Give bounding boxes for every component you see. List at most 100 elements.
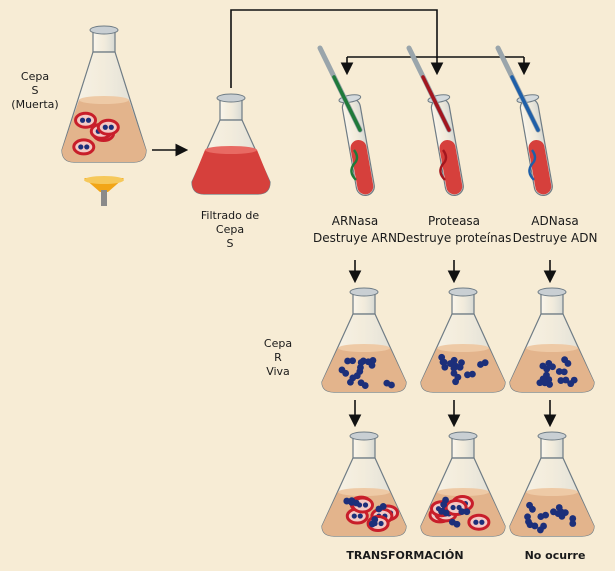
r-cell [564,360,572,367]
r-cell [541,379,549,387]
s-cell-core [85,117,92,123]
result-no-transformation: No ocurre [524,549,586,562]
r-cell [450,369,458,377]
r-cell [456,363,464,371]
tube-proteasa [406,45,464,196]
label-filtrate: Filtrado de Cepa S [188,209,272,251]
s-cell [74,111,98,129]
enzyme-fluid [332,75,362,132]
s-cell-core [102,124,108,130]
label-live-r-strain: Cepa R Viva [254,337,302,379]
r-cell [452,378,459,386]
r-cell [342,369,350,377]
r-cell [458,508,466,516]
r-cell [450,364,458,372]
r-strain-flasks [321,287,595,393]
s-cell-core [79,117,86,123]
r-cell [353,372,361,380]
s-cell-core [479,519,485,525]
flow-arrows [152,9,557,428]
r-cell [567,380,575,388]
enzyme-name: ADNasa [531,214,579,228]
r-cell [364,358,372,366]
flask-r-strain-3 [509,287,595,393]
r-cell [347,378,354,386]
r-cell [569,520,577,527]
enzyme-name: Proteasa [427,214,481,228]
label-line: Cepa [215,223,245,236]
label-dead-s-strain: Cepa S (Muerta) [6,70,64,112]
bunsen-burner [84,176,124,206]
label-line: Cepa [20,70,50,83]
s-cell-core [362,502,369,508]
s-cell-core [351,513,357,519]
s-cell-core [357,513,363,519]
r-cell [453,520,461,528]
r-cell [537,526,544,534]
tube-arnasa [317,45,375,196]
r-cell [463,508,471,516]
r-cell [388,381,395,389]
r-cell [348,498,356,506]
r-cell [555,368,563,375]
flask-r-strain-2 [420,287,506,393]
enzyme-fluid [510,75,540,132]
enzyme-trace [528,149,537,181]
s-cell-core [473,519,479,525]
r-cell [442,509,450,517]
r-cell [562,376,570,384]
result-transformation: TRANSFORMACIÓN [346,549,464,562]
flask-result-2 [420,431,506,537]
r-cell [560,368,568,376]
label-line: (Muerta) [11,98,59,111]
enzyme-trace [350,149,359,181]
s-cell [96,118,120,136]
enzyme-effect: Destruye ADN [512,231,598,245]
r-cell [361,382,369,389]
s-cell-core [84,144,90,150]
filtrate-to-tubes-line [230,9,438,88]
label-line: Viva [266,365,290,378]
r-cell [439,358,447,366]
tube-adnasa [495,45,553,196]
r-cell [569,515,577,522]
flask-result-1 [321,431,407,537]
s-cell [72,138,96,156]
r-cell [344,357,352,365]
result-flasks [321,431,595,537]
r-cell [554,510,562,518]
s-cell [467,513,491,531]
flask-dead-s-strain [61,25,147,163]
r-cell [557,377,565,384]
treatment-caption-dnase: ADNasa Destruye ADN [500,213,610,247]
flask-filtrate [191,93,271,195]
enzyme-name: ARNasa [331,214,379,228]
flask-r-strain-1 [321,287,407,393]
treatment-caption-rnase: ARNasa Destruye ARN [300,213,410,247]
s-cell-core [78,144,84,150]
r-cell [525,518,532,526]
r-cell [549,363,556,371]
r-cell [357,364,364,371]
treatment-caption-protease: Proteasa Destruye proteínas [394,213,514,247]
r-cell [531,522,539,530]
r-cell [349,357,357,365]
enzyme-fluid [421,75,451,132]
s-cell-core [378,520,384,527]
r-cell [477,361,484,368]
r-cell [464,371,471,379]
enzyme-trace [439,149,448,181]
s-cell-core [108,124,114,130]
s-cell-core [450,504,456,511]
label-line: S [226,237,234,250]
r-cell [543,365,551,373]
label-line: S [31,84,39,97]
enzyme-effect: Destruye ARN [313,231,397,245]
r-cell [440,501,448,509]
r-cell [375,505,383,513]
label-line: Filtrado de [200,209,260,222]
r-cell [368,520,376,528]
label-line: Cepa [263,337,293,350]
r-cell [536,379,544,387]
